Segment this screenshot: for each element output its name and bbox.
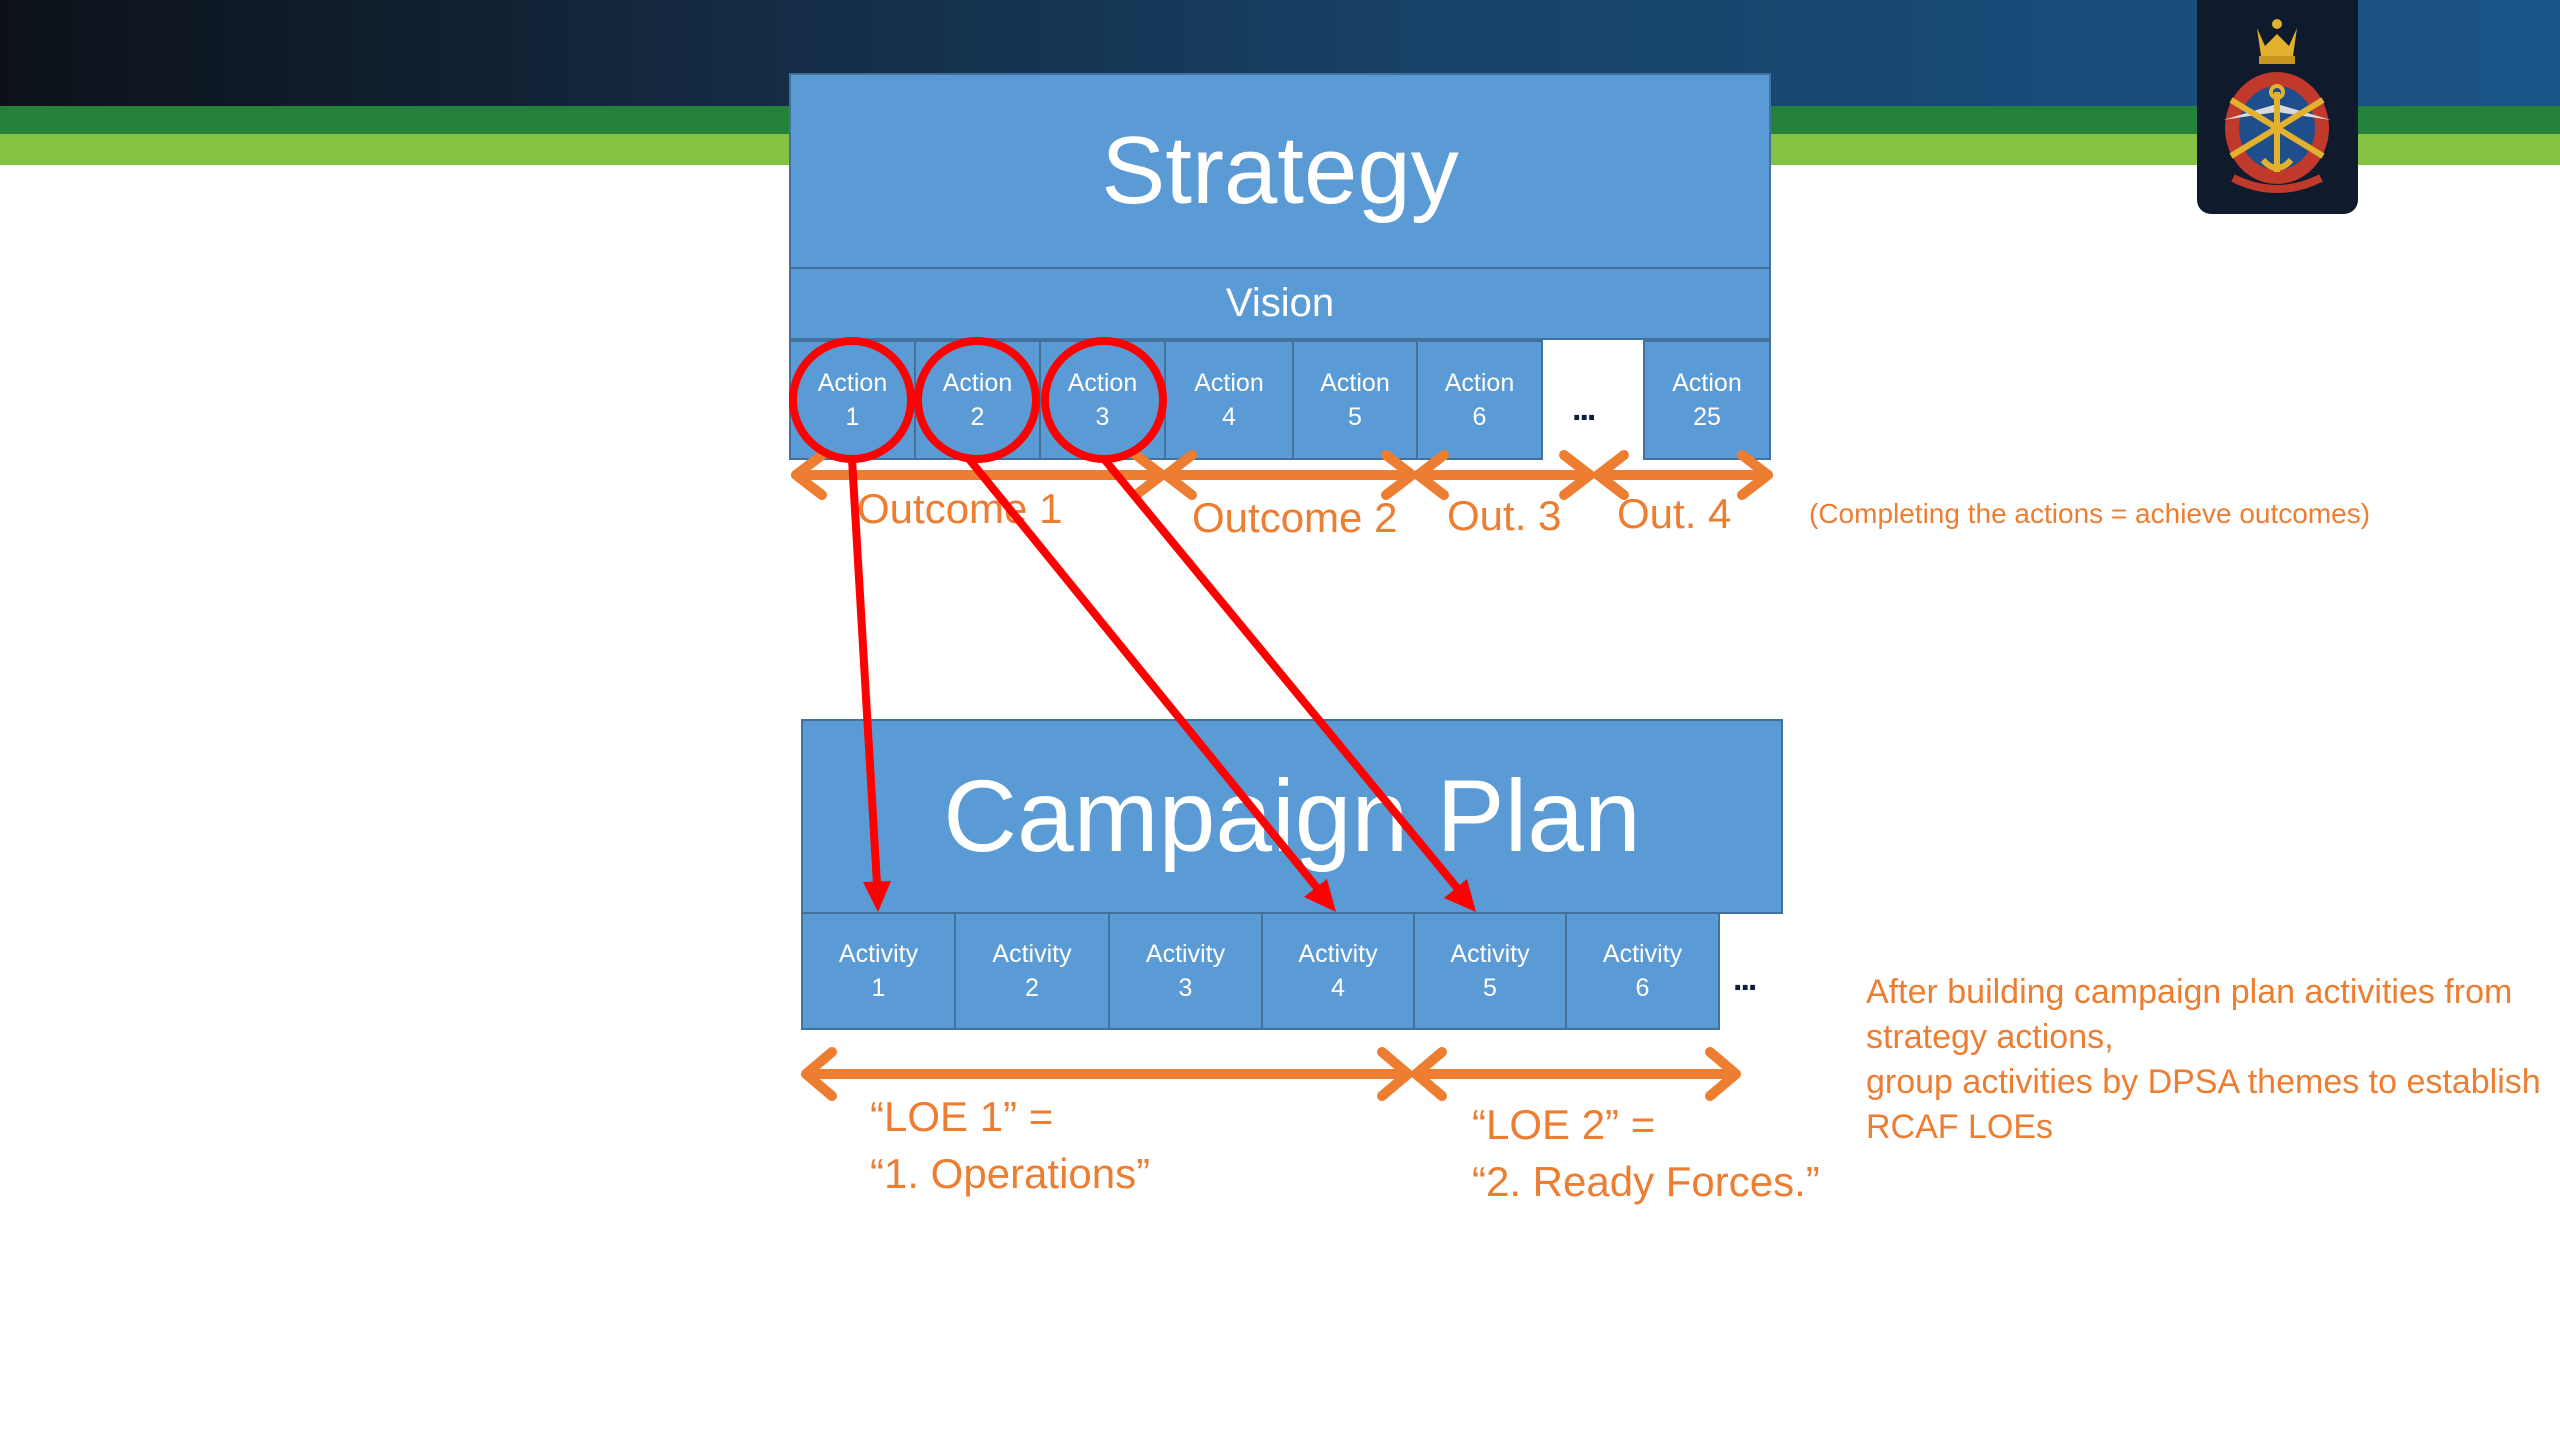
vision-bar: Vision <box>789 267 1771 340</box>
action-gap-cell <box>1543 340 1643 460</box>
outcome-2-label: Outcome 2 <box>1192 494 1398 541</box>
outcome-2-arrow <box>1161 450 1417 500</box>
outcome-3-label: Out. 3 <box>1447 492 1562 539</box>
outcome-note: (Completing the actions = achieve outcom… <box>1809 498 2371 529</box>
activity-note-line-2: strategy actions, <box>1866 1018 2114 1056</box>
activity-note: After building campaign plan activities … <box>1866 970 2541 1150</box>
outcome-1-label: Outcome 1 <box>857 485 1063 532</box>
activity-note-line-4: RCAF LOEs <box>1866 1108 2054 1146</box>
emblem-badge <box>2197 0 2358 214</box>
loe-1-label: “LOE 1” = “1. Operations” <box>870 1093 1151 1197</box>
action-ellipsis: ... <box>1572 390 1596 428</box>
activity-note-line-1: After building campaign plan activities … <box>1866 973 2513 1011</box>
loe-2-arrow <box>1411 1047 1741 1101</box>
outcome-4-arrow <box>1593 450 1773 500</box>
outcome-3-arrow <box>1413 450 1595 500</box>
loe-2-label: “LOE 2” = “2. Ready Forces.” <box>1472 1101 1820 1205</box>
campaign-title: Campaign Plan <box>801 719 1783 914</box>
activity-ellipsis: ... <box>1733 960 1757 998</box>
rcaf-crest-icon <box>2223 19 2331 193</box>
activity-note-line-3: group activities by DPSA themes to estab… <box>1866 1063 2541 1101</box>
strategy-title: Strategy <box>789 73 1771 269</box>
outcome-4-label: Out. 4 <box>1617 490 1732 537</box>
